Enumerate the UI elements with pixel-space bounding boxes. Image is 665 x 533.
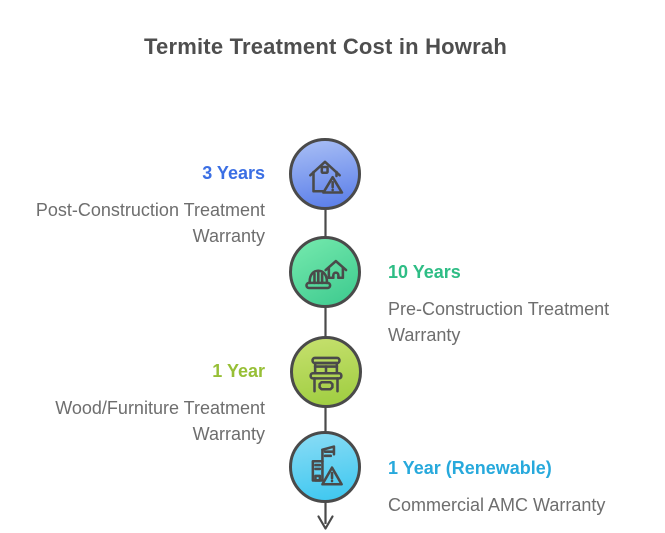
milestone-wood-furniture: 1 Year Wood/Furniture Treatment Warranty xyxy=(0,360,265,447)
duration-text: 10 Years xyxy=(388,262,461,282)
warranty-label: Post-Construction Treatment Warranty xyxy=(35,200,265,246)
milestone-circle-post-construction xyxy=(289,138,361,210)
warranty-label: Commercial AMC Warranty xyxy=(388,495,606,515)
duration-text: 1 Year (Renewable) xyxy=(388,458,552,478)
warranty-label: Pre-Construction Treatment Warranty xyxy=(388,299,610,345)
duration-text: 1 Year xyxy=(212,361,265,381)
milestone-pre-construction: 10 Years Pre-Construction Treatment Warr… xyxy=(388,261,650,348)
milestone-circle-pre-construction xyxy=(289,236,361,308)
wood-furniture-icon xyxy=(309,356,343,393)
milestone-commercial-amc: 1 Year (Renewable) Commercial AMC Warran… xyxy=(388,457,650,518)
house-construction-helmet-icon xyxy=(305,259,348,290)
timeline-arrow xyxy=(317,515,334,530)
milestone-circle-commercial-amc xyxy=(289,431,361,503)
house-alert-icon xyxy=(309,160,344,194)
milestone-circle-wood-furniture xyxy=(290,336,362,408)
milestone-post-construction: 3 Years Post-Construction Treatment Warr… xyxy=(0,162,265,249)
page-title: Termite Treatment Cost in Howrah xyxy=(144,34,507,59)
warranty-label: Wood/Furniture Treatment Warranty xyxy=(55,398,265,444)
commercial-buildings-alert-icon xyxy=(311,445,343,486)
duration-text: 3 Years xyxy=(202,163,265,183)
